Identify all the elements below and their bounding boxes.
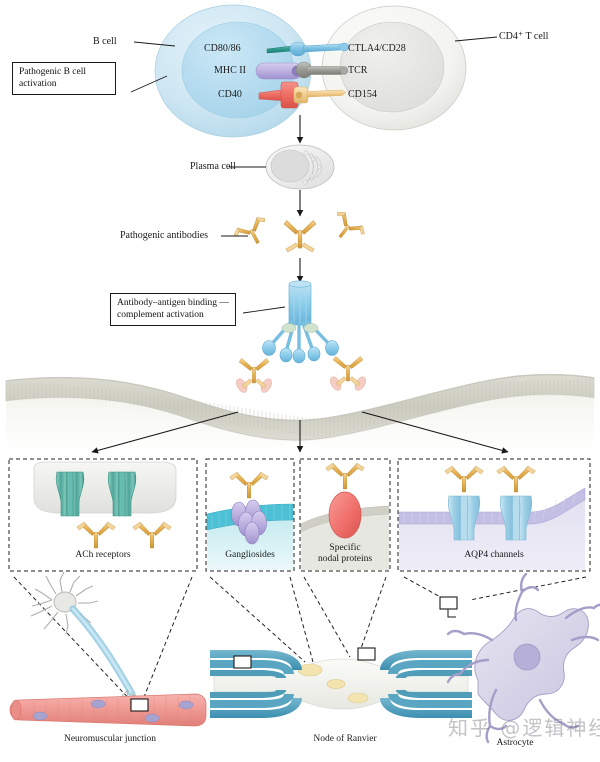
- callout-complement-line1: Antibody–antigen binding —: [117, 298, 229, 308]
- t-cell-leader: [454, 36, 498, 42]
- receptor-pair-cd80-ctla4: [266, 41, 350, 57]
- panel-gangliosides: [205, 458, 295, 572]
- panel-nodal-proteins: [299, 458, 391, 572]
- bound-antibody-right: [330, 356, 366, 391]
- complement-leader: [242, 306, 286, 314]
- panel-label-gangliosides: Gangliosides: [225, 550, 275, 560]
- zoom-box-node-left: [233, 655, 252, 669]
- arrow-to-panel-right: [361, 411, 509, 454]
- muscle-fibre: [9, 693, 207, 727]
- callout-pathogenic-b-cell-activation: Pathogenic B cell activation: [12, 62, 116, 95]
- zoom-box-astrocyte: [439, 596, 458, 610]
- panel-label-nodal-proteins-line1: Specific: [329, 543, 361, 553]
- antibody-left: [233, 217, 265, 245]
- tissue-astrocyte: [439, 572, 600, 744]
- panel-label-nodal-proteins-line2: nodal proteins: [317, 554, 373, 564]
- t-cell-group: [321, 5, 467, 131]
- callout-activation-line2: activation: [19, 79, 57, 89]
- panel-tissue-connectors: [13, 576, 587, 706]
- tissue-node-of-ranvier: [210, 647, 472, 718]
- plasma-cell-label: Plasma cell: [190, 161, 236, 172]
- activation-leader: [130, 75, 168, 93]
- receptor-label-tcr: TCR: [348, 65, 368, 76]
- antibody-right: [337, 212, 365, 239]
- callout-complement-activation: Antibody–antigen binding — complement ac…: [110, 293, 236, 326]
- callout-complement-line2: complement activation: [117, 310, 204, 320]
- watermark: 知乎 @逻辑神经: [448, 716, 600, 740]
- callout-activation-line1: Pathogenic B cell: [19, 67, 87, 77]
- target-membrane: [5, 373, 595, 452]
- panel-aqp4-channels: [397, 458, 591, 572]
- tissue-label-node-of-ranvier: Node of Ranvier: [313, 734, 377, 744]
- zoom-box-nmj: [130, 698, 149, 712]
- receptor-label-cd80-86: CD80/86: [204, 43, 241, 54]
- zoom-box-node-right: [357, 647, 376, 661]
- bound-antibody-left: [236, 358, 272, 393]
- receptor-pair-cd40-cd154: [258, 81, 347, 109]
- myelin-right: [380, 650, 472, 718]
- receptor-pair-mhcii-tcr: [255, 61, 349, 80]
- t-cell-label: CD4⁺ T cell: [499, 31, 549, 42]
- plasma-cell-group: [265, 144, 335, 190]
- panel-ach-receptors: [8, 458, 198, 572]
- pathogenic-antibodies-label: Pathogenic antibodies: [120, 230, 209, 241]
- complement-complex: [262, 280, 339, 364]
- antibody-center: [283, 220, 317, 253]
- b-cell-leader: [133, 41, 176, 47]
- myelin-left: [210, 650, 302, 718]
- arrow-to-panel-left: [91, 411, 239, 454]
- receptor-label-mhc-ii: MHC II: [214, 65, 246, 76]
- tissue-neuromuscular-junction: [9, 571, 207, 727]
- b-cell-label: B cell: [93, 36, 117, 47]
- panel-label-aqp4-channels: AQP4 channels: [464, 550, 524, 560]
- ganglioside-cluster: [231, 499, 267, 545]
- tissue-label-neuromuscular-junction: Neuromuscular junction: [63, 734, 157, 744]
- panel-label-ach-receptors: ACh receptors: [75, 550, 131, 560]
- receptor-label-cd154: CD154: [348, 89, 377, 100]
- receptor-label-cd40: CD40: [218, 89, 242, 100]
- receptor-label-ctla4-cd28: CTLA4/CD28: [348, 43, 406, 54]
- tissue-label-astrocyte: Astrocyte: [496, 738, 534, 748]
